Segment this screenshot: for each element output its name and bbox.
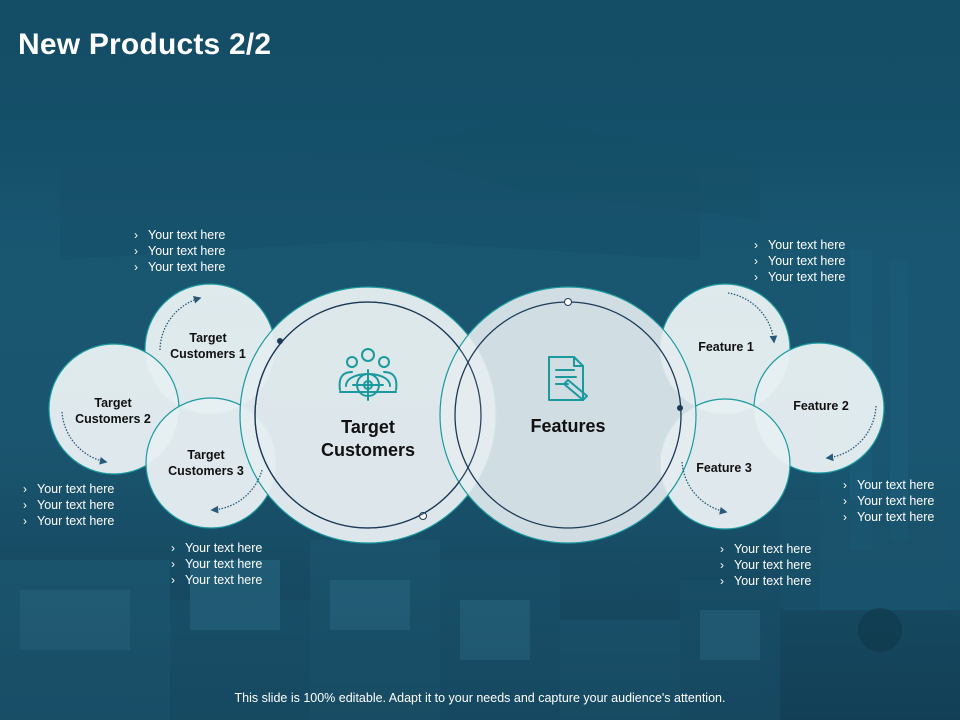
list-item: ›Your text here: [134, 244, 226, 258]
circle-features-main: [439, 286, 697, 544]
list-item: ›Your text here: [843, 510, 935, 524]
list-item: ›Your text here: [171, 573, 263, 587]
label-feature-2: Feature 2: [793, 399, 849, 413]
arrow-f1: [727, 292, 778, 344]
label-target-customers-3: Target Customers 3: [168, 448, 244, 478]
list-item: ›Your text here: [23, 498, 115, 512]
bullets-f2: ›Your text here ›Your text here ›Your te…: [843, 477, 934, 525]
document-pencil-icon: [548, 356, 588, 401]
label-features-main: Features: [530, 416, 606, 436]
arrow-tc3: [210, 469, 263, 514]
target-audience-icon: [338, 348, 398, 401]
list-item: ›Your text here: [171, 557, 263, 571]
bullets-f3: ›Your text here ›Your text here ›Your te…: [720, 541, 811, 589]
list-item: ›Your text here: [754, 254, 846, 268]
list-item: ›Your text here: [134, 260, 226, 274]
arrow-tc2: [61, 411, 108, 465]
label-feature-3: Feature 3: [696, 461, 752, 475]
footer-note: This slide is 100% editable. Adapt it to…: [234, 691, 726, 705]
list-item: ›Your text here: [23, 482, 115, 496]
bullets-tc3: ›Your text here ›Your text here ›Your te…: [171, 540, 262, 588]
bullets-tc2: ›Your text here ›Your text here ›Your te…: [23, 481, 114, 529]
label-feature-1: Feature 1: [698, 340, 754, 354]
list-item: ›Your text here: [754, 270, 846, 284]
list-item: ›Your text here: [843, 494, 935, 508]
arrow-f3: [681, 461, 728, 515]
list-item: ›Your text here: [23, 514, 115, 528]
list-item: ›Your text here: [134, 228, 226, 242]
label-target-customers-1: Target Customers 1: [170, 331, 246, 361]
list-item: ›Your text here: [720, 558, 812, 572]
list-item: ›Your text here: [843, 478, 935, 492]
list-item: ›Your text here: [171, 541, 263, 555]
slide-title: New Products 2/2: [18, 28, 272, 61]
list-item: ›Your text here: [720, 542, 812, 556]
label-target-customers-2: Target Customers 2: [75, 396, 151, 426]
bullets-tc1: ›Your text here ›Your text here ›Your te…: [134, 227, 225, 275]
bullets-f1: ›Your text here ›Your text here ›Your te…: [754, 237, 845, 285]
list-item: ›Your text here: [720, 574, 812, 588]
label-target-customers-main: Target Customers: [320, 417, 416, 460]
list-item: ›Your text here: [754, 238, 846, 252]
